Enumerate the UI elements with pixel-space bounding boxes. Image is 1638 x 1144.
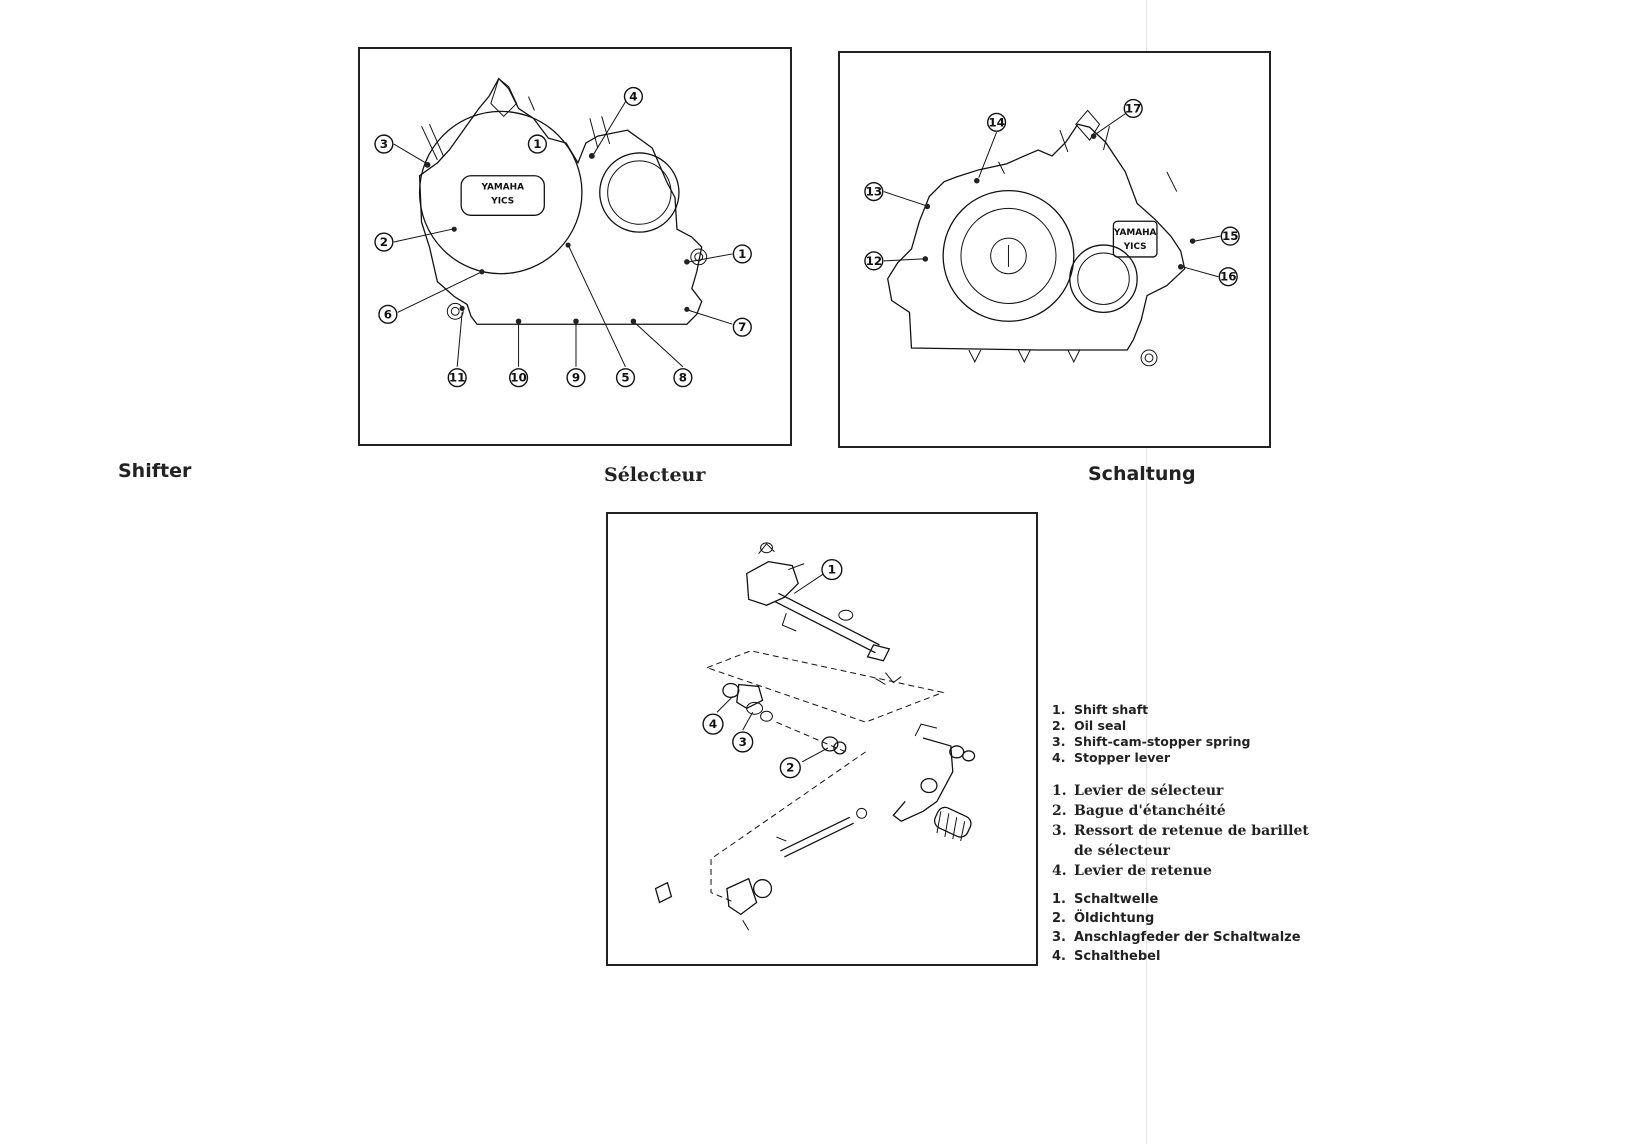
shifter-callout-3: 3 xyxy=(732,731,754,753)
clutch-cover-circle xyxy=(599,152,680,233)
crankcase-cover-right-drawing: YAMAHA YICS 12 13 14 15 16 17 xyxy=(864,98,1240,367)
svg-text:4: 4 xyxy=(709,717,717,731)
svg-text:2: 2 xyxy=(786,761,794,775)
legend-item: 4.Schalthebel xyxy=(1052,949,1161,964)
callout-16: 16 xyxy=(1218,267,1238,287)
legend-item: 4.Stopper lever xyxy=(1052,750,1171,765)
svg-text:15: 15 xyxy=(1222,229,1239,243)
rotor-cover-circle xyxy=(942,189,1075,322)
svg-text:10: 10 xyxy=(510,371,527,385)
svg-text:16: 16 xyxy=(1220,270,1237,284)
legend-english: 1.Shift shaft 2.Oil seal 3.Shift-cam-sto… xyxy=(1052,702,1250,766)
legend-item: 3.Ressort de retenue de barillet xyxy=(1052,823,1309,839)
legend-item: 1.Levier de sélecteur xyxy=(1052,783,1224,799)
right-logo-line1: YAMAHA xyxy=(1113,228,1157,238)
legend-item: 1.Schaltwelle xyxy=(1052,892,1159,907)
legend-item: 3.Anschlagfeder der Schaltwalze xyxy=(1052,930,1301,945)
page-fold-line xyxy=(1146,0,1147,1144)
callout-6: 6 xyxy=(378,304,398,324)
yics-badge xyxy=(460,175,545,216)
left-logo-line1: YAMAHA xyxy=(480,183,524,193)
legend-item: 2.Öldichtung xyxy=(1052,911,1155,926)
callout-1-bolt: 1 xyxy=(732,244,752,264)
generator-cover-circle xyxy=(418,110,583,275)
legend-item: 1.Shift shaft xyxy=(1052,702,1149,717)
shifter-exploded-drawing: 1 2 3 4 xyxy=(654,542,976,931)
svg-text:12: 12 xyxy=(866,254,883,268)
crankcase-cover-left-drawing: YAMAHA YICS 1 2 3 xyxy=(374,77,752,388)
svg-text:8: 8 xyxy=(679,371,687,385)
svg-text:2: 2 xyxy=(380,235,388,249)
shift-shaft-1 xyxy=(774,592,880,654)
svg-text:17: 17 xyxy=(1125,101,1142,115)
svg-text:14: 14 xyxy=(988,115,1005,129)
callout-3: 3 xyxy=(374,134,394,154)
callout-11: 11 xyxy=(447,368,467,388)
callout-12: 12 xyxy=(864,251,884,271)
callout-7: 7 xyxy=(732,317,752,337)
callout-17: 17 xyxy=(1123,98,1143,119)
legend-item: 2.Bague d'étanchéité xyxy=(1052,803,1226,819)
heading-selecteur: Sélecteur xyxy=(604,464,706,486)
callout-5: 5 xyxy=(615,368,636,388)
svg-text:9: 9 xyxy=(572,371,580,385)
shifter-callout-4: 4 xyxy=(702,713,724,735)
legend-item: de sélecteur xyxy=(1074,843,1171,859)
crankcase-cover-right-figure: YAMAHA YICS 12 13 14 15 16 17 xyxy=(838,51,1271,448)
left-logo-line2: YICS xyxy=(490,196,514,206)
callout-2: 2 xyxy=(374,232,394,252)
legend-item: 3.Shift-cam-stopper spring xyxy=(1052,734,1251,749)
svg-text:5: 5 xyxy=(621,371,629,385)
legend-item: 4.Levier de retenue xyxy=(1052,863,1212,879)
legend-item: 2.Oil seal xyxy=(1052,718,1127,733)
heading-shifter: Shifter xyxy=(118,460,192,482)
svg-text:4: 4 xyxy=(629,90,637,104)
callout-13: 13 xyxy=(864,181,884,202)
svg-text:13: 13 xyxy=(866,185,883,199)
callout-1-cover: 1 xyxy=(527,134,547,154)
legend-german: 1.Schaltwelle 2.Öldichtung 3.Anschlagfed… xyxy=(1052,890,1301,966)
heading-schaltung: Schaltung xyxy=(1088,463,1196,485)
legend-french: 1.Levier de sélecteur 2.Bague d'étanchéi… xyxy=(1052,781,1309,881)
crankcase-cover-left-figure: YAMAHA YICS 1 2 3 xyxy=(358,47,792,446)
svg-text:1: 1 xyxy=(738,247,746,261)
shifter-callout-1: 1 xyxy=(821,558,843,581)
svg-text:1: 1 xyxy=(533,137,541,151)
svg-text:11: 11 xyxy=(449,371,466,385)
yics-badge-right xyxy=(1112,220,1158,258)
callout-10: 10 xyxy=(508,368,529,388)
callout-8: 8 xyxy=(673,368,693,388)
svg-text:3: 3 xyxy=(739,735,747,749)
svg-text:6: 6 xyxy=(384,307,392,321)
callout-4: 4 xyxy=(623,86,644,107)
svg-text:3: 3 xyxy=(380,137,388,151)
shifter-exploded-figure: 1 2 3 4 xyxy=(606,512,1038,966)
callout-15: 15 xyxy=(1220,226,1240,246)
svg-text:1: 1 xyxy=(828,563,836,577)
right-logo-line2: YICS xyxy=(1123,242,1147,252)
cover-outline xyxy=(418,77,703,325)
svg-text:7: 7 xyxy=(738,320,746,334)
shifter-callout-2: 2 xyxy=(779,757,801,779)
callout-9: 9 xyxy=(566,368,586,388)
cover-outline-right xyxy=(887,123,1186,351)
callout-14: 14 xyxy=(986,112,1007,132)
